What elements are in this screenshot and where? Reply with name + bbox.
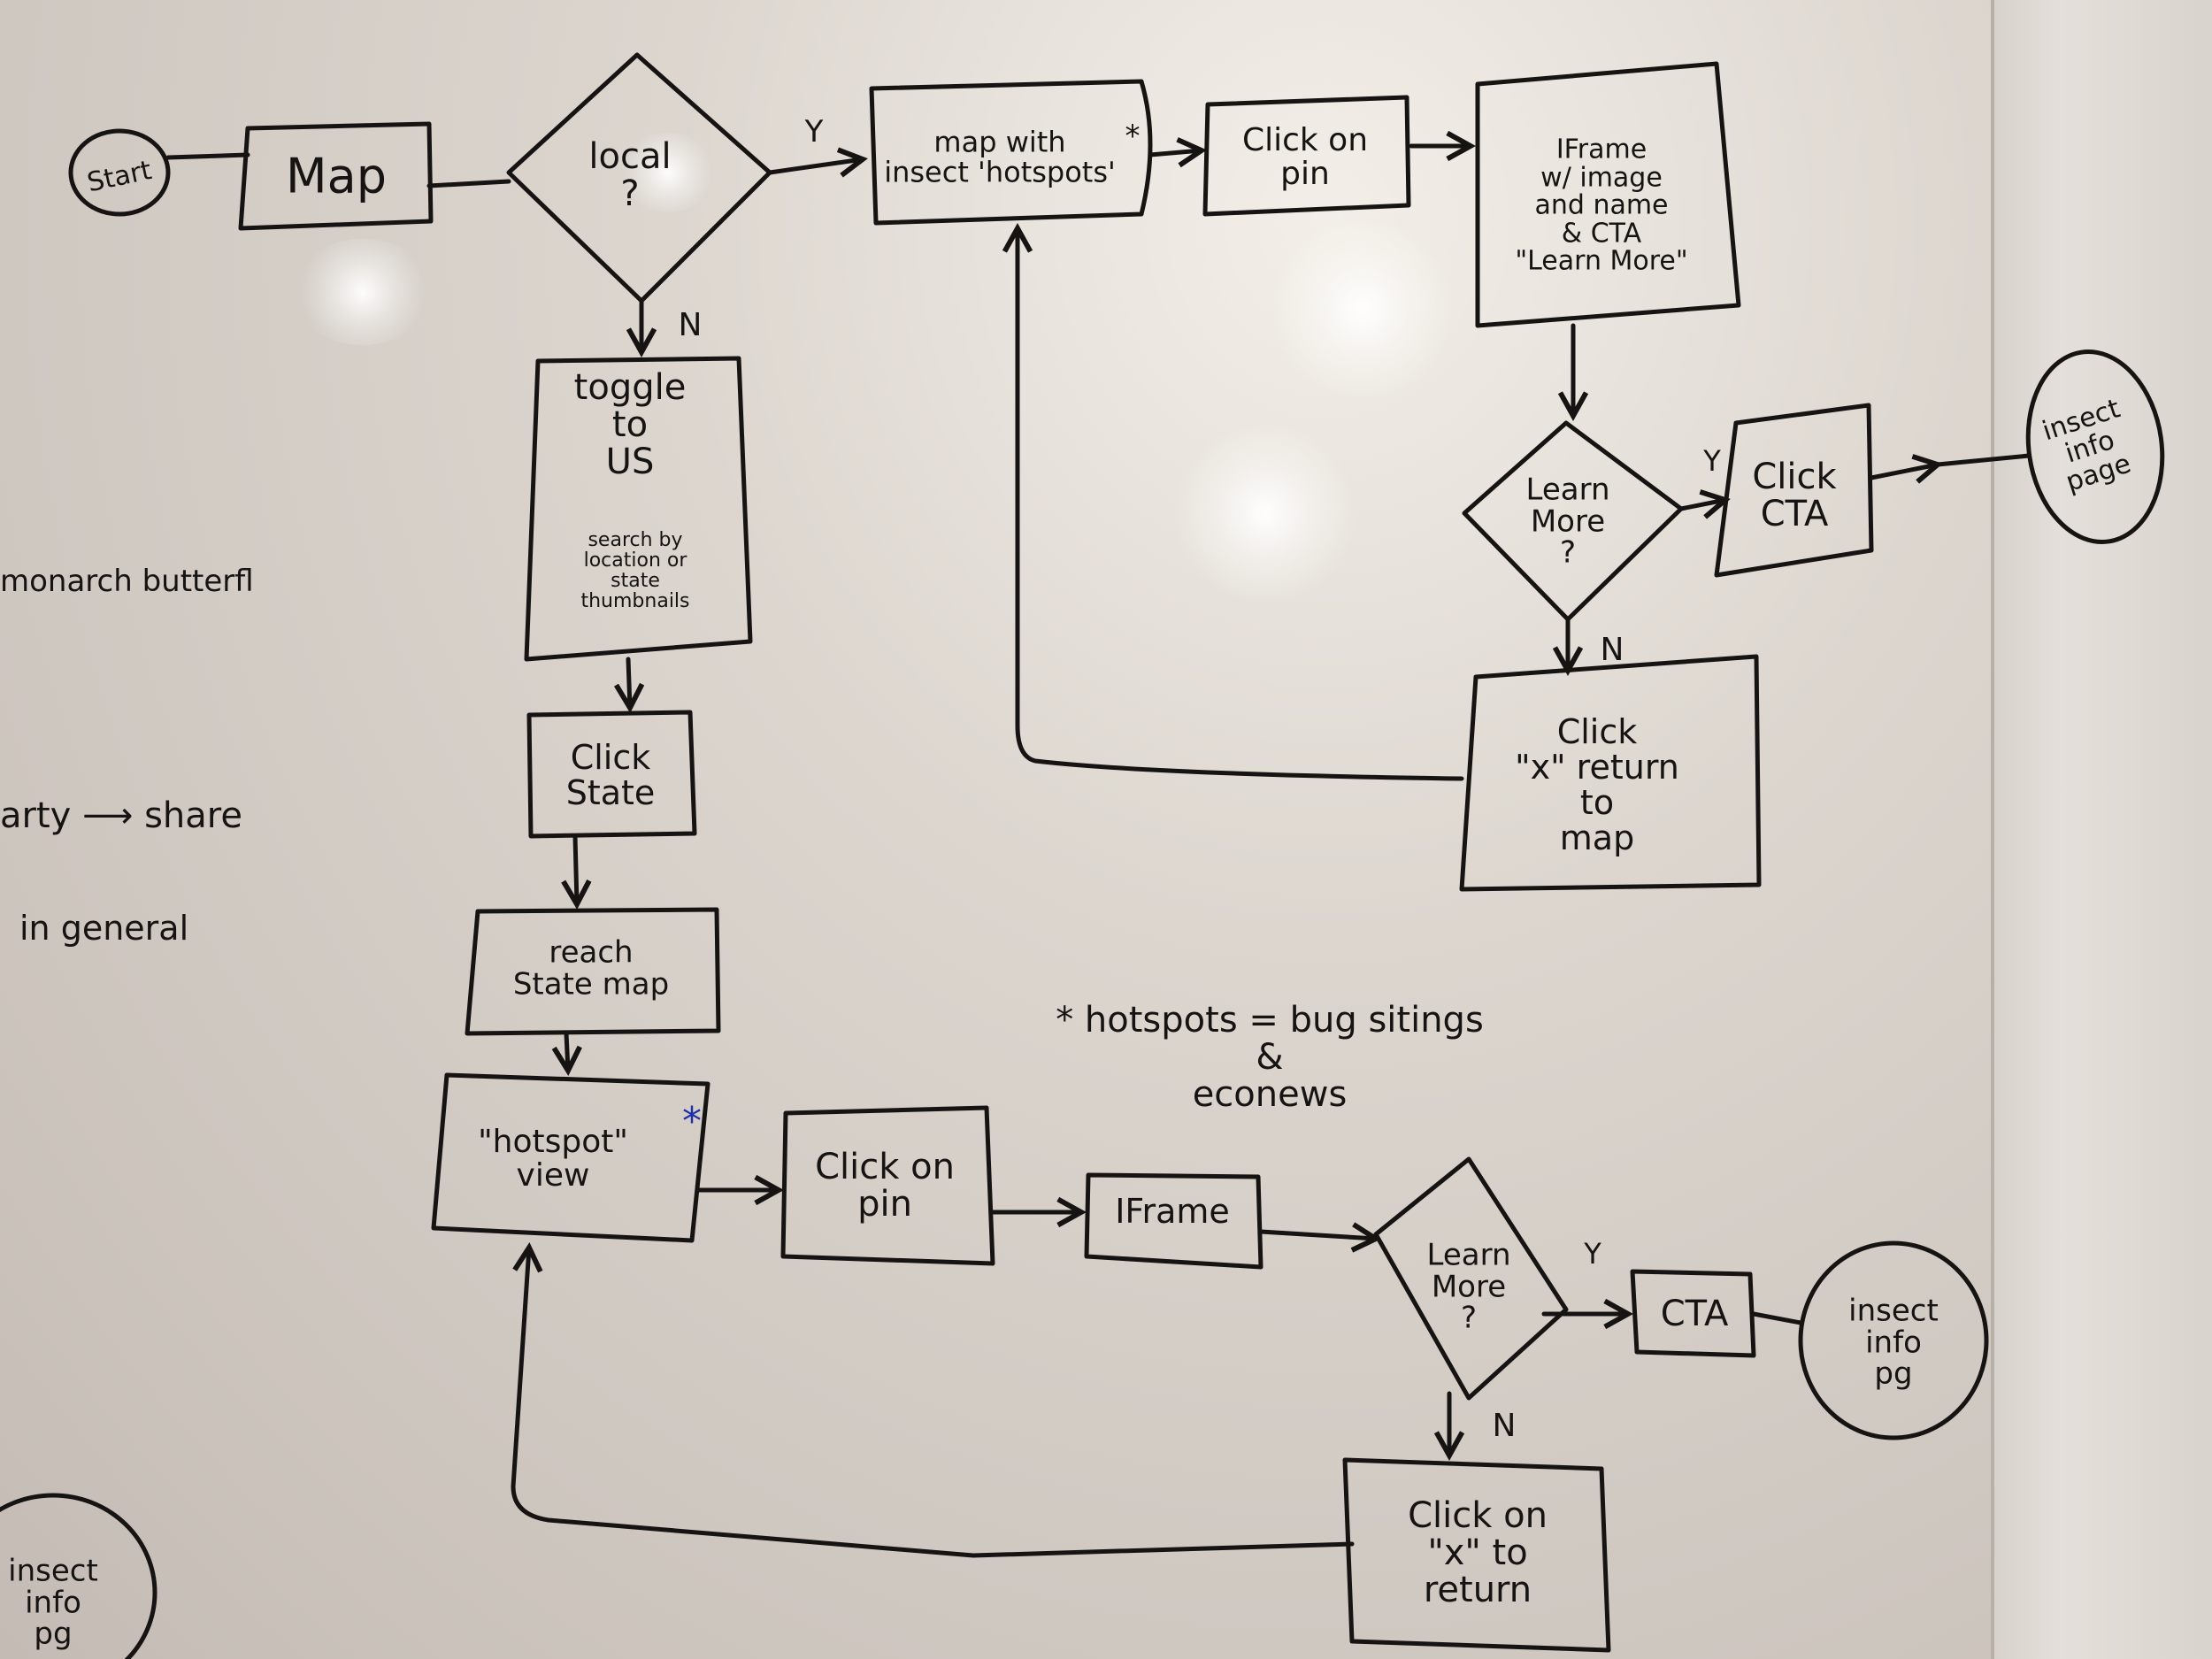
click-cta-top-box bbox=[1714, 403, 1874, 578]
edge-label-learn-bottom-yes: Y bbox=[1584, 1237, 1601, 1271]
edge-label-learn-top-yes: Y bbox=[1703, 444, 1721, 479]
click-pin-bottom-label: Click on pin bbox=[815, 1147, 955, 1225]
side-note-general: in general bbox=[19, 909, 189, 949]
reach-state-map-label: reach State map bbox=[512, 934, 670, 1002]
hotspot-view-star: * bbox=[682, 1098, 702, 1144]
cta-bottom-box bbox=[1630, 1269, 1756, 1358]
hotspot-view-label: "hotspot" view bbox=[478, 1124, 628, 1194]
side-note-monarch: monarch butterfl bbox=[0, 564, 254, 600]
cta-bottom-label: CTA bbox=[1660, 1294, 1729, 1334]
edge-map-local bbox=[426, 179, 511, 188]
map-hotspots-label: map with insect 'hotspots' bbox=[884, 125, 1116, 188]
click-x-return-box bbox=[1342, 1457, 1611, 1653]
edge-cta-insectinfo bbox=[1869, 465, 1938, 478]
toggle-us-label: toggle to US bbox=[573, 367, 687, 482]
edge-local-yes bbox=[767, 159, 863, 173]
click-x-return-map-label: Click "x" return to map bbox=[1515, 712, 1679, 857]
learn-more-top-label: Learn More ? bbox=[1525, 472, 1610, 571]
insect-info-pg-bottom-terminal bbox=[1798, 1240, 1989, 1440]
edge-learnmore-yes bbox=[1678, 500, 1725, 509]
edge-toggle-clickstate bbox=[628, 657, 630, 708]
click-state-label: Click State bbox=[565, 738, 656, 812]
toggle-us-box bbox=[524, 356, 753, 662]
iframe-bottom-label: IFrame bbox=[1115, 1192, 1230, 1232]
click-pin-bottom-box bbox=[780, 1105, 995, 1266]
learn-more-bottom-decision bbox=[1373, 1156, 1569, 1401]
local-label: local ? bbox=[588, 136, 672, 214]
edge-cta-insectinfo-tail bbox=[1935, 453, 2032, 467]
edge-reach-hotspotview bbox=[566, 1031, 568, 1071]
edge-hotspots-clickpin bbox=[1148, 150, 1202, 155]
iframe-top-label: IFrame w/ image and name & CTA "Learn Mo… bbox=[1515, 134, 1688, 277]
light-glare bbox=[1265, 221, 1460, 398]
edge-cta-insectinfo-bottom bbox=[1751, 1311, 1803, 1325]
edge-return-map bbox=[1018, 228, 1464, 781]
start-terminal bbox=[68, 128, 171, 217]
edge-return-hotspotview bbox=[511, 1248, 1355, 1558]
learn-more-bottom-label: Learn More ? bbox=[1426, 1237, 1511, 1336]
map-hotspots-box bbox=[869, 79, 1153, 226]
click-x-return-map-box bbox=[1459, 654, 1762, 892]
edge-label-learn-bottom-no: N bbox=[1492, 1408, 1517, 1445]
whiteboard-frame bbox=[1991, 0, 2212, 1659]
insect-info-pg-corner-label: insect info pg bbox=[8, 1553, 98, 1652]
light-glare bbox=[292, 239, 434, 345]
hotspot-view-box bbox=[431, 1072, 710, 1243]
map-hotspots-star: * bbox=[1125, 119, 1141, 155]
edge-label-local-yes: Y bbox=[804, 114, 824, 150]
iframe-bottom-box bbox=[1084, 1172, 1263, 1270]
edge-start-map bbox=[165, 152, 250, 160]
click-pin-top-label: Click on pin bbox=[1241, 122, 1369, 192]
click-pin-top-box bbox=[1202, 95, 1411, 217]
edge-label-learn-top-no: N bbox=[1600, 632, 1624, 669]
side-note-share: arty ⟶ share bbox=[0, 795, 242, 836]
hotspots-definition-note: * hotspots = bug sitings & econews bbox=[1056, 1000, 1484, 1115]
toggle-us-sub-label: search by location or state thumbnails bbox=[580, 528, 690, 613]
map-box bbox=[238, 121, 434, 231]
reach-state-map-box bbox=[465, 907, 721, 1036]
iframe-top-box bbox=[1475, 61, 1741, 328]
edge-clickstate-reach bbox=[575, 833, 577, 904]
map-label: Map bbox=[286, 148, 387, 204]
light-glare bbox=[1168, 425, 1363, 602]
edge-label-local-no: N bbox=[678, 307, 703, 344]
light-glare bbox=[619, 133, 717, 212]
click-x-return-label: Click on "x" to return bbox=[1408, 1495, 1548, 1610]
click-cta-top-label: Click CTA bbox=[1752, 457, 1837, 534]
insect-info-pg-corner-terminal bbox=[0, 1493, 157, 1659]
insect-info-pg-bottom-label: insect info pg bbox=[1848, 1293, 1939, 1392]
edge-iframe-learnmore-bottom bbox=[1258, 1232, 1376, 1239]
